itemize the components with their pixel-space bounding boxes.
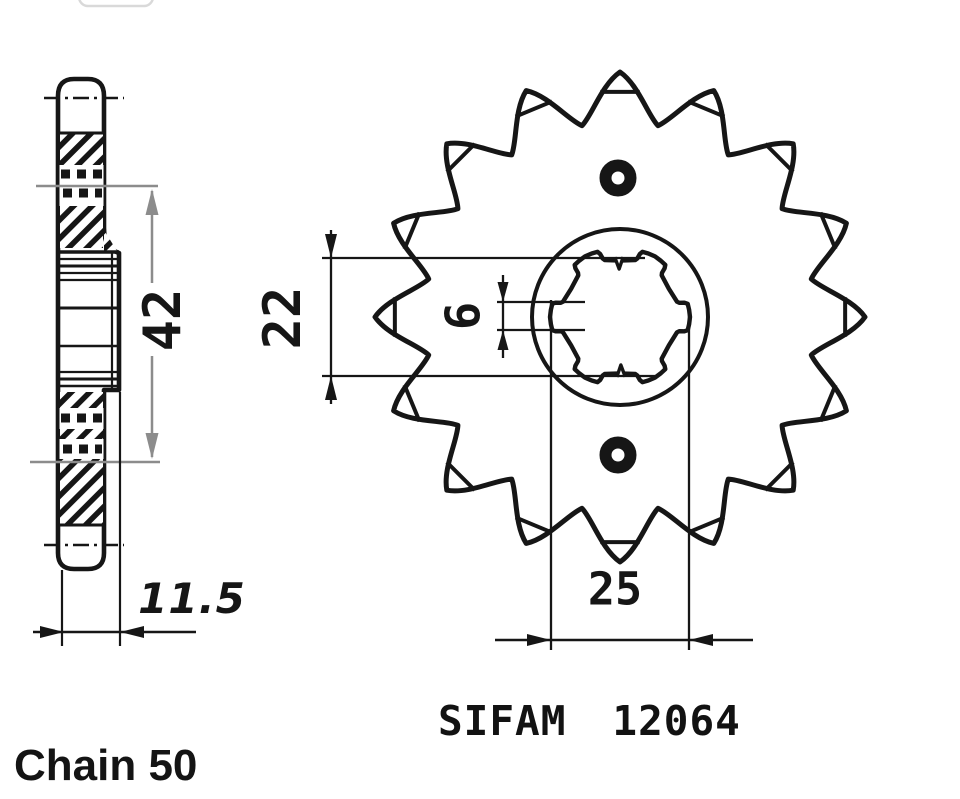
scan-artifact xyxy=(78,0,154,8)
dim-pitch-height xyxy=(30,184,160,464)
dim-pitch-height-label: 42 xyxy=(133,288,193,352)
side-section-view xyxy=(44,76,124,572)
dim-hub-width-label: 11.5 xyxy=(138,574,246,623)
bolt-hole xyxy=(599,159,637,197)
dim-spline-groove xyxy=(497,275,585,358)
dim-bore-across-flats xyxy=(322,230,655,404)
hub-circle xyxy=(530,227,710,407)
dim-hub-width xyxy=(33,392,196,646)
chain-size-label: Chain 50 xyxy=(14,741,198,790)
dim-spline-outer-label: 25 xyxy=(587,562,643,616)
dim-spline-outer xyxy=(495,300,753,650)
part-caption: SIFAM 12064 xyxy=(438,701,741,742)
front-view xyxy=(372,69,868,565)
part-number-label: 12064 xyxy=(612,697,741,745)
dim-bore-across-flats-label: 22 xyxy=(253,286,313,350)
brand-label: SIFAM xyxy=(438,697,567,745)
bolt-hole xyxy=(599,436,637,474)
dim-spline-groove-label: 6 xyxy=(436,301,492,331)
